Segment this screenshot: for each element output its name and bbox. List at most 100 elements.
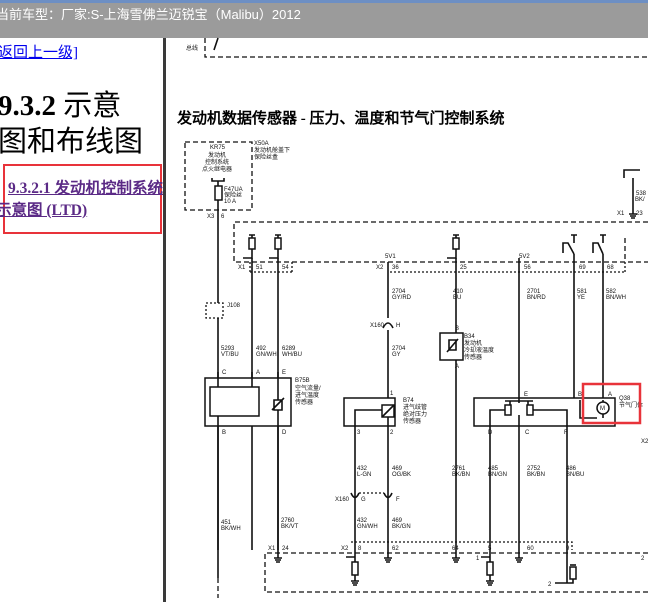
diagram-line <box>569 566 577 580</box>
diagram-label: 469 <box>392 518 403 524</box>
diagram-label: 582 <box>606 289 617 295</box>
diagram-label: 发动机 <box>464 339 482 347</box>
diagram-label: 68 <box>607 265 614 271</box>
diagram-line <box>249 234 459 238</box>
diagram-line <box>504 404 512 416</box>
diagram-line <box>486 575 494 586</box>
diagram-label: GY <box>392 352 401 358</box>
diagram-label: X2 <box>376 265 384 271</box>
panel-divider[interactable] <box>163 38 166 602</box>
diagram-line <box>526 404 534 416</box>
diagram-label: 2761 <box>452 466 466 472</box>
ecm-lower-outline <box>264 552 648 593</box>
diagram-label: B <box>222 430 226 436</box>
diagram-label: KR75 <box>210 145 226 151</box>
diagram-label: X160 <box>335 497 350 503</box>
diagram-label: B <box>455 326 459 332</box>
diagram-label: C <box>222 370 227 376</box>
diagram-label: 绝对压力 <box>403 410 427 418</box>
diagram-label: 传感器 <box>403 417 421 425</box>
diagram-label: B74 <box>403 398 414 404</box>
diagram-label: 9 <box>566 546 570 552</box>
diagram-label: 432 <box>357 466 368 472</box>
ground-wire-538 <box>623 169 640 210</box>
diagram-label: D <box>282 430 287 436</box>
diagram-line <box>446 338 459 353</box>
motor-label: M <box>600 406 605 412</box>
diagram-label: BN/RD <box>527 295 546 301</box>
diagram-label: BU <box>453 295 461 301</box>
diagram-line <box>243 249 457 259</box>
section-heading: 9.3.2 示意 <box>0 82 121 124</box>
diagram-label: 451 <box>221 520 232 526</box>
diagram-label: 传感器 <box>464 353 482 361</box>
diagram-label: 6289 <box>282 346 296 352</box>
diagram-label: 6 <box>221 214 225 220</box>
diagram-label: 总线 <box>186 44 198 52</box>
x160-connector-gf <box>350 492 393 499</box>
diagram-label: 8 <box>358 546 362 552</box>
diagram-line <box>274 237 282 250</box>
diagram-label: BN/GN <box>488 472 507 478</box>
diagram-line <box>489 426 568 550</box>
diagram-line <box>209 386 260 417</box>
diagram-label: 64 <box>452 546 459 552</box>
diagram-label: 3 <box>357 430 361 436</box>
diagram-line <box>629 210 637 219</box>
diagram-label: 2704 <box>392 289 406 295</box>
diagram-label: D <box>488 430 493 436</box>
diagram-label: 24 <box>282 546 289 552</box>
title-bar: 当前车型：厂家:S-上海雪佛兰迈锐宝（Malibu）2012 <box>0 0 648 38</box>
top-fragment-border <box>204 38 648 58</box>
diagram-label: BN/WH <box>606 295 626 301</box>
diagram-label: 保险丝 <box>224 191 242 199</box>
fuse-icon <box>214 185 223 201</box>
diagram-label: 发动机 <box>208 151 226 159</box>
b74-sensor-box <box>343 397 396 427</box>
diagram-label: J108 <box>227 303 241 309</box>
schematic-link-ltd[interactable]: 9.3.2.1 发动机控制系统示意图 (LTD) <box>0 180 163 219</box>
top-fragment-wire <box>213 37 219 51</box>
diagram-label: 2 <box>548 582 552 588</box>
diagram-label: F <box>396 497 400 503</box>
diagram-label: 保险丝盒 <box>254 153 278 161</box>
ecm-outline <box>233 221 648 263</box>
pullup-resistor-icons <box>243 234 460 259</box>
throttle-body-box <box>473 397 616 427</box>
diagram-label: GN/WH <box>357 524 378 530</box>
diagram-label: GY/RD <box>392 295 412 301</box>
diagram-label: L-GN <box>357 472 371 478</box>
diagram-label: X2 <box>641 439 648 445</box>
diagram-label: C <box>525 430 530 436</box>
diagram-label: F <box>564 430 568 436</box>
diagram-label: 410 <box>453 289 464 295</box>
back-to-parent-link[interactable]: 返回上一级] <box>0 45 78 61</box>
diagram-label: B75B <box>295 378 310 384</box>
diagram-label: 示意 <box>63 90 122 122</box>
diagram-label: 点火继电器 <box>202 165 232 173</box>
section-heading-line2: 图和布线图 <box>0 126 144 158</box>
diagram-label: YE <box>577 295 585 301</box>
diagram-label: 空气流量/ <box>295 384 321 392</box>
diagram-label: BN/BU <box>566 472 584 478</box>
diagram-label: 538 <box>636 191 647 197</box>
diagram-line <box>351 561 359 576</box>
diagram-label: X1 <box>617 211 625 217</box>
diagram-label: 10 A <box>224 199 236 205</box>
connector-x1-x2 <box>249 262 626 273</box>
diagram-line <box>346 550 574 584</box>
diagram-label: H <box>396 323 400 329</box>
diagram-label: BK/GN <box>392 524 411 530</box>
diagram-label: 432 <box>357 518 368 524</box>
diagram-label: 发动机舱盖下 <box>254 146 290 154</box>
diagram-label: BK/VT <box>281 524 299 530</box>
diagram-label: WH/BU <box>282 352 302 358</box>
diagram-label: X2 <box>341 546 349 552</box>
diagram-label: 2760 <box>281 518 295 524</box>
diagram-label: 2 <box>641 556 645 562</box>
diagram-line <box>452 550 460 563</box>
left-nav-panel: 返回上一级] 9.3.2 示意 图和布线图 9.3.2.1 发动机控制系统示意图… <box>0 38 163 602</box>
diagram-label: 5 <box>488 546 492 552</box>
diagram-label: VT/BU <box>221 352 239 358</box>
